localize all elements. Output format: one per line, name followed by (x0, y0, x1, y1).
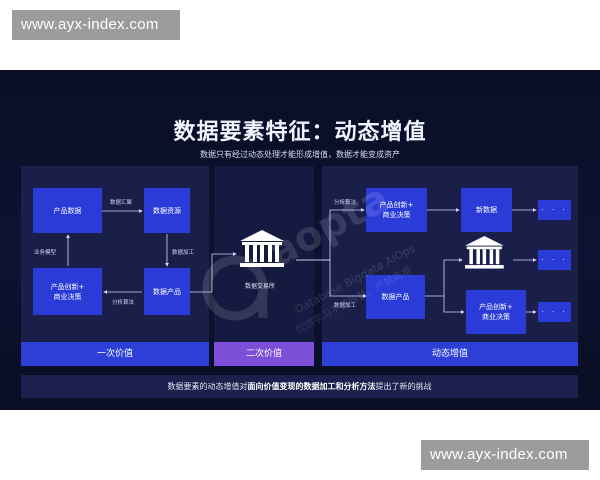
node-ellipsis-2: · · · (538, 250, 571, 270)
node-innovation-decision: 产品创新+ 商业决策 (33, 268, 102, 315)
node-data-product-right: 数据产品 (366, 275, 425, 319)
label-data-processing-right: 数据加工 (334, 303, 357, 309)
footer-suffix: 提出了新的挑战 (375, 382, 432, 391)
node-ellipsis-1: · · · (538, 200, 571, 220)
bar-first-value: 一次价值 (21, 342, 209, 366)
node-new-data: 新数据 (461, 188, 512, 232)
node-data-resource: 数据资源 (144, 188, 190, 233)
slide-title: 数据要素特征：动态增值 (173, 120, 427, 145)
panel-dynamic-value (322, 166, 578, 364)
label-analysis-algorithm-right: 分析算法 (334, 200, 357, 206)
label-data-exchange: 数据交易所 (245, 283, 276, 290)
bar-dynamic-value: 动态增值 (322, 342, 578, 366)
bar-second-value: 二次价值 (214, 342, 314, 366)
label-data-processing: 数据加工 (172, 250, 195, 256)
connector-lines (66, 208, 537, 314)
label-data-summary: 数据汇聚 (110, 200, 133, 206)
node-data-product: 数据产品 (144, 268, 190, 315)
label-business-model: 业务模型 (34, 250, 57, 256)
node-ellipsis-3: · · · (538, 302, 571, 322)
exchange-bank-icon (240, 230, 284, 267)
slide-subtitle: 数据只有经过动态处理才能形成增值，数据才能变成资产 (200, 150, 400, 159)
diagram-slide: 数据要素特征：动态增值 数据只有经过动态处理才能形成增值，数据才能变成资产 产品… (0, 70, 600, 410)
footer-bold: 面向价值变现的数据加工和分析方法 (247, 382, 376, 391)
label-analysis-algorithm: 分析算法 (112, 300, 135, 306)
watermark-top: www.ayx-index.com (12, 10, 180, 40)
footer-caption: 数据要素的动态增值对面向价值变现的数据加工和分析方法提出了新的挑战 (21, 375, 578, 398)
node-innovation-bottom: 产品创新+ 商业决策 (466, 290, 526, 334)
watermark-bottom: www.ayx-index.com (421, 440, 589, 470)
footer-prefix: 数据要素的动态增值对 (167, 382, 248, 391)
edge-exchange-to-bottom (296, 259, 367, 298)
edge-dataproduct-to-innovation-bottom (443, 296, 465, 314)
bank-icon (465, 236, 504, 269)
edge-exchange-to-top (296, 208, 365, 261)
node-innovation-top: 产品创新+ 商业决策 (366, 188, 427, 232)
edge-dataproduct-to-bank (425, 258, 463, 297)
node-product-data: 产品数据 (33, 188, 102, 233)
edge-left-to-exchange (190, 252, 237, 293)
